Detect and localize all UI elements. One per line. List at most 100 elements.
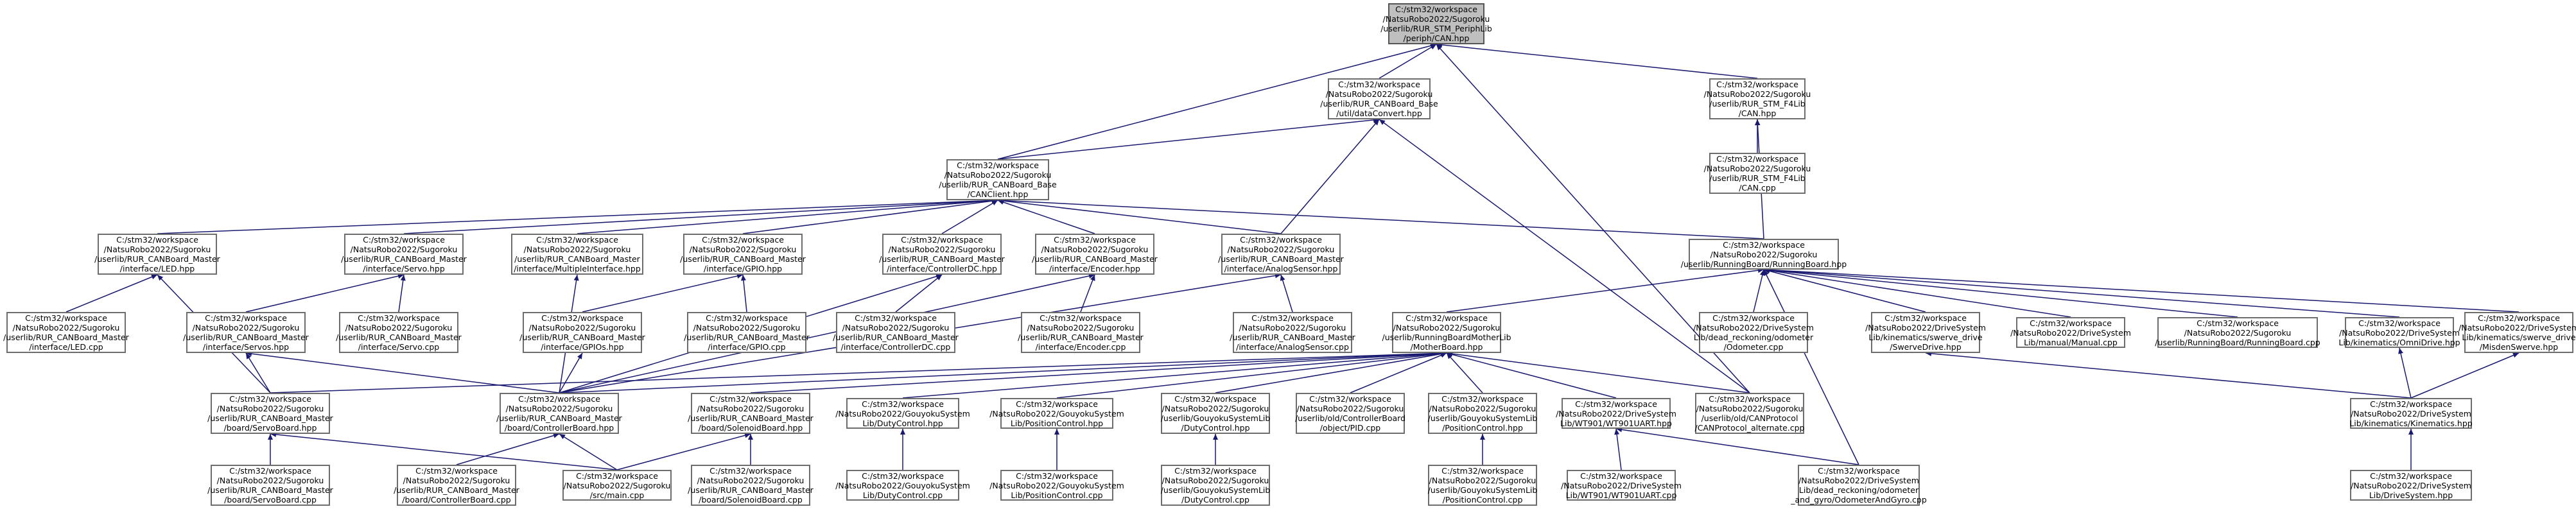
node-controllerdc-hpp[interactable]: C:/stm32/workspace /NatsuRobo2022/Sugoro… — [879, 234, 1005, 275]
edge-arrowhead — [991, 200, 998, 206]
edge-misdenswerve_hpp-to-kinematics_hpp — [2410, 352, 2519, 399]
edge-motherboard_hpp-to-controllerboard_hpp — [559, 352, 1447, 393]
edge-dataconvert-to-canclient — [997, 119, 1380, 160]
node-omnidrive-hpp[interactable]: C:/stm32/workspace /NatsuRobo2022/DriveS… — [2338, 317, 2460, 348]
edge-canclient-to-led_hpp — [157, 200, 998, 234]
node-dataconvert-hpp[interactable]: C:/stm32/workspace /NatsuRobo2022/Sugoro… — [1320, 78, 1438, 119]
edge-motherboard_hpp-to-wt901_hpp — [1446, 352, 1617, 399]
node-swervedrive-hpp[interactable]: C:/stm32/workspace /NatsuRobo2022/DriveS… — [1865, 312, 1986, 353]
node-f4-can-cpp[interactable]: C:/stm32/workspace /NatsuRobo2022/Sugoro… — [1704, 153, 1811, 194]
edge-arrowhead — [1764, 270, 1769, 276]
edge-arrowhead — [740, 275, 746, 281]
node-drivesystem-hpp[interactable]: C:/stm32/workspace /NatsuRobo2022/DriveS… — [2350, 470, 2472, 501]
node-canprotocol-alternate-cpp[interactable]: C:/stm32/workspace /NatsuRobo2022/Sugoro… — [1694, 393, 1805, 434]
node-gouyoku-dutycontrol-hpp[interactable]: C:/stm32/workspace /NatsuRobo2022/Sugoro… — [1161, 393, 1270, 434]
node-periph-can-hpp[interactable]: C:/stm32/workspace /NatsuRobo2022/Sugoro… — [1380, 3, 1492, 44]
node-solenoidboard-hpp[interactable]: C:/stm32/workspace /NatsuRobo2022/Sugoro… — [688, 393, 814, 434]
edge-runningboard_hpp-to-manual_cpp — [1763, 269, 2071, 318]
edge-runningboard_hpp-to-motherboard_hpp — [1446, 269, 1764, 313]
node-dutycontrol-cpp[interactable]: C:/stm32/workspace /NatsuRobo2022/Gouyok… — [835, 470, 970, 501]
node-servo-hpp[interactable]: C:/stm32/workspace /NatsuRobo2022/Sugoro… — [341, 234, 467, 275]
node-servoboard-cpp[interactable]: C:/stm32/workspace /NatsuRobo2022/Sugoro… — [207, 465, 333, 506]
node-label: C:/stm32/workspace /NatsuRobo2022/Sugoro… — [1160, 394, 1271, 433]
node-manual-cpp[interactable]: C:/stm32/workspace /NatsuRobo2022/DriveS… — [2010, 317, 2131, 348]
node-pid-cpp[interactable]: C:/stm32/workspace /NatsuRobo2022/Sugoro… — [1295, 393, 1405, 434]
edge-analog_hpp-to-analog_cpp — [1280, 274, 1293, 313]
edge-swervedrive_hpp-to-kinematics_hpp — [1925, 352, 2412, 399]
node-odometer-cpp[interactable]: C:/stm32/workspace /NatsuRobo2022/DriveS… — [1693, 312, 1814, 353]
node-wt901uart-hpp[interactable]: C:/stm32/workspace /NatsuRobo2022/DriveS… — [1556, 398, 1676, 429]
edge-motherboard_hpp-to-pid_cpp — [1350, 352, 1447, 393]
edge-arrowhead — [1436, 44, 1442, 51]
node-gouyoku-dutycontrol-cpp[interactable]: C:/stm32/workspace /NatsuRobo2022/Sugoro… — [1161, 465, 1270, 506]
node-label: C:/stm32/workspace /NatsuRobo2022/DriveS… — [1556, 399, 1676, 428]
node-label: C:/stm32/workspace /NatsuRobo2022/Sugoro… — [94, 235, 220, 273]
edge-arrowhead — [748, 434, 753, 440]
edge-arrowhead — [2398, 348, 2403, 354]
edge-arrowhead — [1440, 352, 1447, 358]
edge-motherboard_hpp-to-dutycontrol_hpp — [902, 352, 1447, 399]
edge-motherboard_hpp-to-canprotocol_cpp — [1446, 352, 1750, 393]
node-controllerboard-hpp[interactable]: C:/stm32/workspace /NatsuRobo2022/Sugoro… — [496, 393, 622, 434]
edge-can_hpp-to-canprotocol_cpp — [1436, 44, 1750, 393]
node-solenoidboard-cpp[interactable]: C:/stm32/workspace /NatsuRobo2022/Sugoro… — [688, 465, 814, 506]
edge-arrowhead — [1213, 434, 1218, 440]
edge-runningboard_hpp-to-odometerandgyro_cpp — [1763, 269, 1859, 465]
edge-arrowhead — [1480, 434, 1485, 440]
node-f4-can-hpp[interactable]: C:/stm32/workspace /NatsuRobo2022/Sugoro… — [1704, 78, 1811, 119]
node-led-cpp[interactable]: C:/stm32/workspace /NatsuRobo2022/Sugoro… — [3, 312, 129, 353]
node-controllerdc-cpp[interactable]: C:/stm32/workspace /NatsuRobo2022/Sugoro… — [833, 312, 959, 353]
node-odometerandgyro-cpp[interactable]: C:/stm32/workspace /NatsuRobo2022/DriveS… — [1791, 465, 1927, 506]
node-servo-cpp[interactable]: C:/stm32/workspace /NatsuRobo2022/Sugoro… — [336, 312, 462, 353]
node-gpio-hpp[interactable]: C:/stm32/workspace /NatsuRobo2022/Sugoro… — [680, 234, 806, 275]
edge-encoder_hpp-to-controllerboard_hpp — [559, 274, 1095, 393]
node-led-hpp[interactable]: C:/stm32/workspace /NatsuRobo2022/Sugoro… — [94, 234, 220, 275]
node-encoder-hpp[interactable]: C:/stm32/workspace /NatsuRobo2022/Sugoro… — [1032, 234, 1158, 275]
node-label: C:/stm32/workspace /NatsuRobo2022/Sugoro… — [688, 394, 814, 433]
node-label: C:/stm32/workspace /NatsuRobo2022/Sugoro… — [519, 313, 645, 352]
node-kinematics-hpp[interactable]: C:/stm32/workspace /NatsuRobo2022/DriveS… — [2349, 398, 2473, 429]
node-positioncontrol-cpp[interactable]: C:/stm32/workspace /NatsuRobo2022/Gouyok… — [989, 470, 1124, 501]
node-gouyoku-positioncontrol-hpp[interactable]: C:/stm32/workspace /NatsuRobo2022/Sugoro… — [1428, 393, 1537, 434]
node-encoder-cpp[interactable]: C:/stm32/workspace /NatsuRobo2022/Sugoro… — [1018, 312, 1144, 353]
node-label: C:/stm32/workspace /NatsuRobo2022/Sugoro… — [1694, 394, 1805, 433]
edge-arrowhead — [397, 273, 404, 279]
edge-servo_hpp-to-servo_cpp — [398, 274, 405, 313]
node-multipleinterface-hpp[interactable]: C:/stm32/workspace /NatsuRobo2022/Sugoro… — [511, 234, 643, 275]
node-servos-hpp[interactable]: C:/stm32/workspace /NatsuRobo2022/Sugoro… — [183, 312, 309, 353]
node-runningboard-cpp[interactable]: C:/stm32/workspace /NatsuRobo2022/Sugoro… — [2155, 317, 2320, 348]
edge-arrowhead — [268, 434, 273, 440]
node-gpios-hpp[interactable]: C:/stm32/workspace /NatsuRobo2022/Sugoro… — [519, 312, 645, 353]
node-runningboard-hpp[interactable]: C:/stm32/workspace /NatsuRobo2022/Sugoro… — [1681, 239, 1847, 270]
edge-canclient-to-runningboard_hpp — [997, 200, 1764, 239]
node-label: C:/stm32/workspace /NatsuRobo2022/Sugoro… — [1703, 80, 1811, 118]
edge-encoder_hpp-to-encoder_cpp — [1080, 274, 1095, 313]
node-positioncontrol-hpp[interactable]: C:/stm32/workspace /NatsuRobo2022/Gouyok… — [989, 398, 1124, 429]
node-canclient-hpp[interactable]: C:/stm32/workspace /NatsuRobo2022/Sugoro… — [939, 159, 1057, 200]
node-label: C:/stm32/workspace /NatsuRobo2022/Sugoro… — [879, 235, 1005, 273]
node-label: C:/stm32/workspace /NatsuRobo2022/Sugoro… — [394, 466, 519, 505]
node-label: C:/stm32/workspace /NatsuRobo2022/Sugoro… — [183, 313, 309, 352]
node-wt901uart-cpp[interactable]: C:/stm32/workspace /NatsuRobo2022/DriveS… — [1561, 470, 1682, 501]
node-main-cpp[interactable]: C:/stm32/workspace /NatsuRobo2022/Sugoro… — [562, 470, 672, 501]
edge-arrowhead — [1373, 119, 1379, 126]
edge-arrowhead — [559, 434, 566, 440]
node-gouyoku-positioncontrol-cpp[interactable]: C:/stm32/workspace /NatsuRobo2022/Sugoro… — [1428, 465, 1537, 506]
node-label: C:/stm32/workspace /NatsuRobo2022/Sugoro… — [496, 394, 622, 433]
node-label: C:/stm32/workspace /NatsuRobo2022/Sugoro… — [1018, 313, 1144, 352]
node-label: C:/stm32/workspace /NatsuRobo2022/Sugoro… — [1320, 80, 1438, 118]
node-motherboard-hpp[interactable]: C:/stm32/workspace /NatsuRobo2022/Sugoro… — [1382, 312, 1511, 353]
node-misdenswerve-hpp[interactable]: C:/stm32/workspace /NatsuRobo2022/DriveS… — [2459, 312, 2576, 353]
edge-omnidrive_hpp-to-kinematics_hpp — [2399, 347, 2412, 399]
node-analogsensor-hpp[interactable]: C:/stm32/workspace /NatsuRobo2022/Sugoro… — [1218, 234, 1344, 275]
edge-runningboard_hpp-to-omnidrive_hpp — [1763, 269, 2400, 318]
edge-dataconvert-to-canprotocol_cpp — [1379, 119, 1750, 393]
edge-arrowhead — [744, 433, 751, 438]
node-servoboard-hpp[interactable]: C:/stm32/workspace /NatsuRobo2022/Sugoro… — [207, 393, 333, 434]
node-gpio-cpp[interactable]: C:/stm32/workspace /NatsuRobo2022/Sugoro… — [684, 312, 810, 353]
node-controllerboard-cpp[interactable]: C:/stm32/workspace /NatsuRobo2022/Sugoro… — [394, 465, 519, 506]
edge-arrowhead — [246, 353, 252, 359]
node-dutycontrol-hpp[interactable]: C:/stm32/workspace /NatsuRobo2022/Gouyok… — [835, 398, 970, 429]
node-analogsensor-cpp[interactable]: C:/stm32/workspace /NatsuRobo2022/Sugoro… — [1230, 312, 1355, 353]
edge-motherboard_hpp-to-solenoidboard_hpp — [750, 352, 1447, 393]
